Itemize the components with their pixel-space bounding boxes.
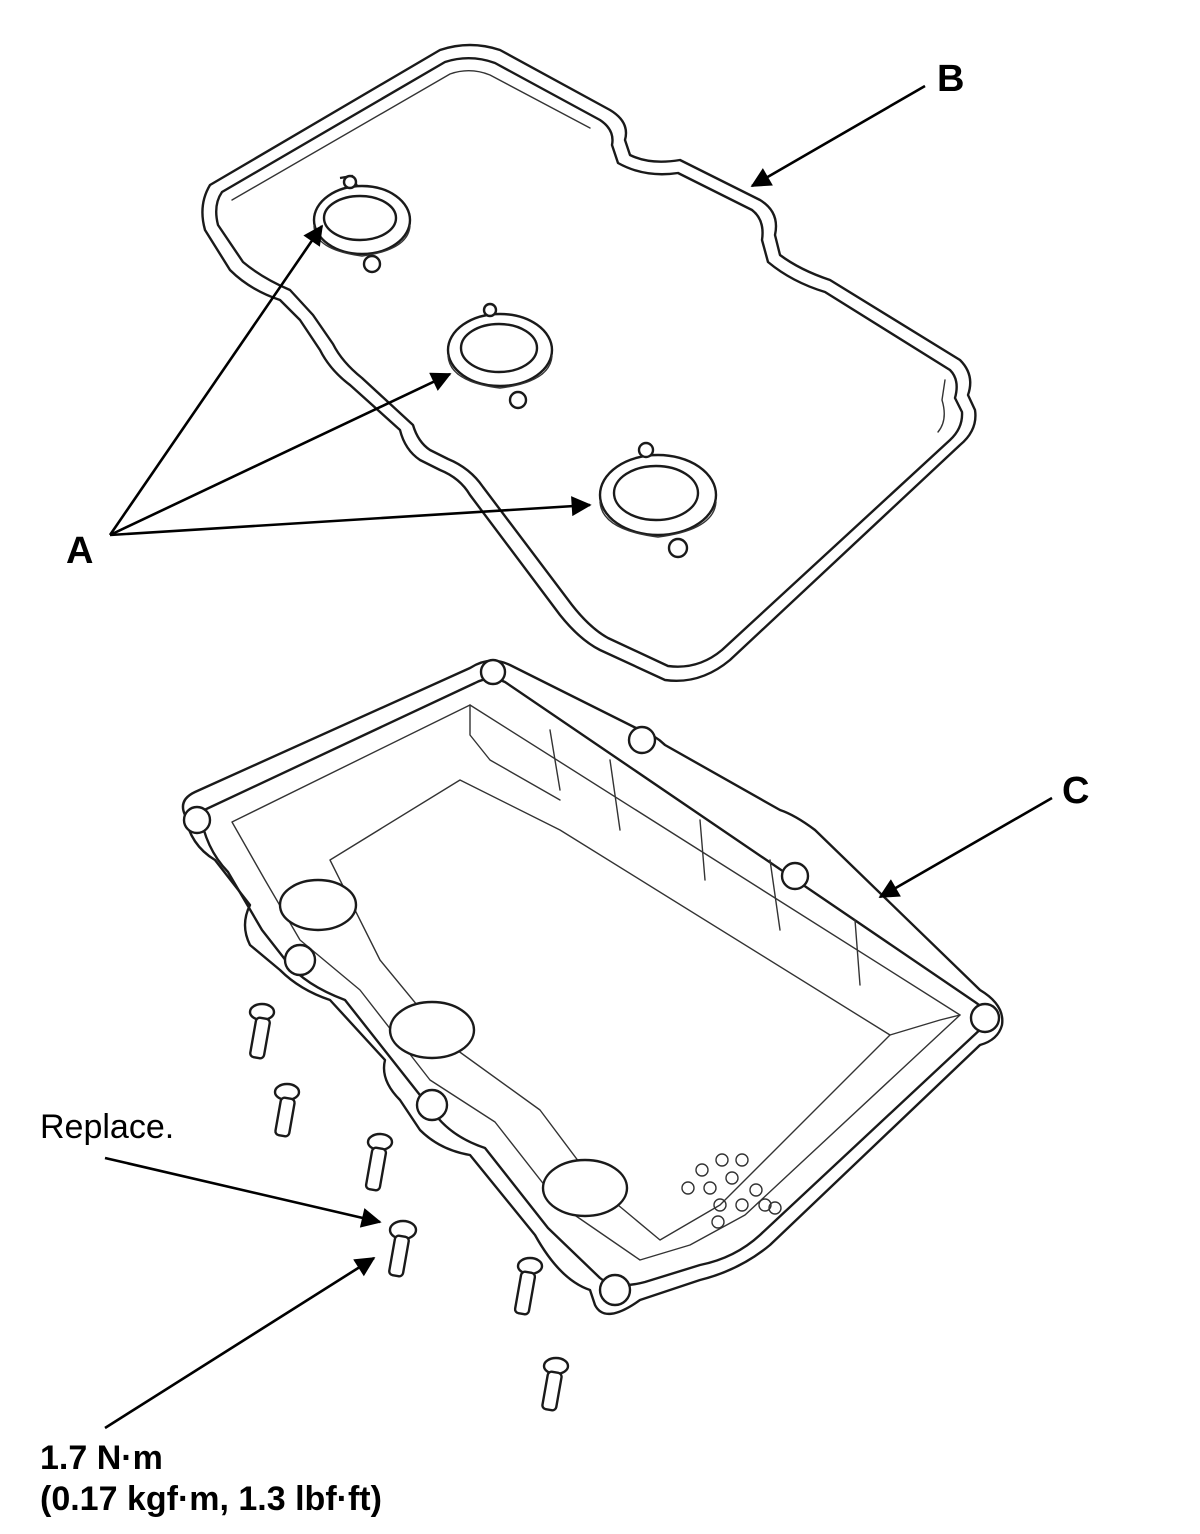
replace-note: Replace.: [40, 1108, 175, 1146]
bolt: [513, 1256, 544, 1316]
spark-plug-tube-seal-1: [312, 174, 412, 274]
leader-a-2: [109, 372, 452, 537]
spark-plug-tube-seal-3: [598, 441, 718, 559]
torque-metric: 1.7 N·m: [40, 1439, 163, 1477]
head-cover-gasket: [201, 43, 977, 682]
leader-torque: [104, 1256, 376, 1430]
leader-replace: [104, 1156, 382, 1228]
breather-holes: [681, 1153, 782, 1229]
callout-c: C: [1062, 770, 1090, 812]
bolt: [364, 1132, 394, 1192]
callout-a: A: [66, 530, 94, 572]
callout-b: B: [937, 58, 965, 100]
spark-plug-tube-seal-2: [446, 302, 554, 410]
bolt: [541, 1356, 570, 1412]
leader-b: [750, 84, 926, 188]
leader-c: [878, 796, 1053, 899]
torque-alt-units: (0.17 kgf·m, 1.3 lbf·ft): [40, 1479, 382, 1518]
bolt: [388, 1219, 418, 1278]
bolt: [248, 1002, 276, 1060]
leader-a-1: [108, 224, 324, 536]
torque-spec: 1.7 N·m (0.17 kgf·m, 1.3 lbf·ft): [40, 1438, 382, 1520]
cylinder-head-cover: [181, 658, 1004, 1315]
leader-a-3: [109, 496, 592, 537]
bolt: [273, 1082, 301, 1138]
